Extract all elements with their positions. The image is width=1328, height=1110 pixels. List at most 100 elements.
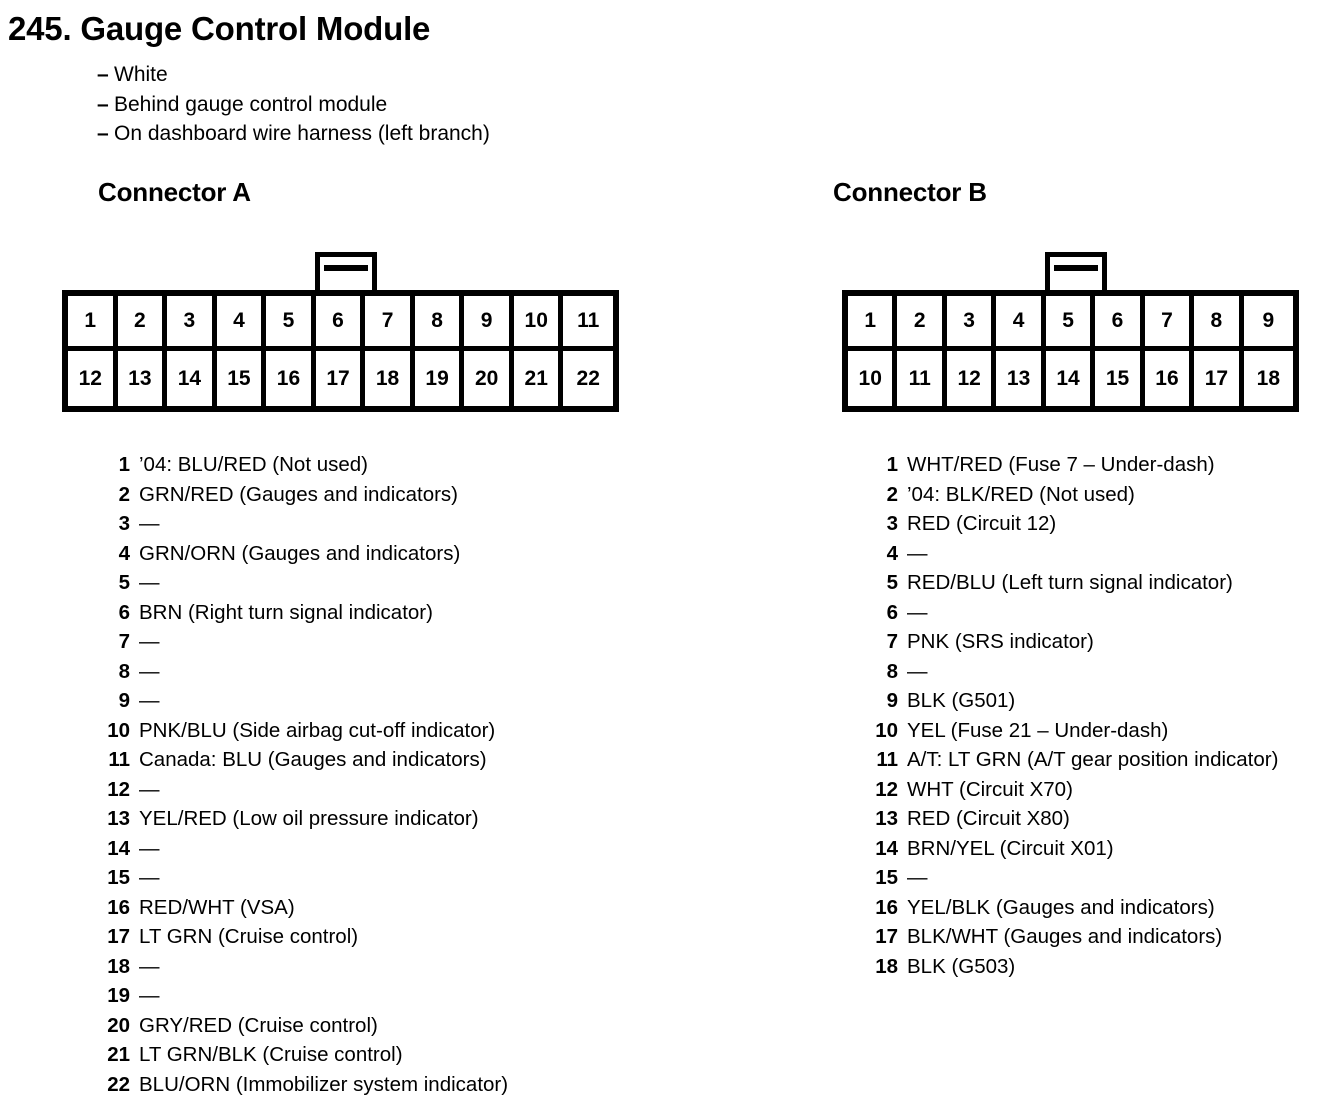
pin-number: 3 [118,512,130,535]
connector-pin-cell: 10 [848,351,898,406]
subtitle-list: –White–Behind gauge control module–On da… [97,60,797,149]
subtitle-text: On dashboard wire harness (left branch) [114,122,490,145]
pin-number: 4 [118,541,130,565]
pin-row: 14 BRN/YEL (Circuit X01) [868,837,1278,867]
connector-pin-cell: 8 [414,296,465,351]
pin-description: — [139,954,160,978]
pin-number: 2 [118,482,130,506]
pin-number: 8 [886,659,898,683]
pin-number: 6 [118,600,130,624]
pin-number: 11 [876,748,898,771]
pin-row: 7— [100,630,508,660]
connector-pin-cell: 19 [414,351,465,406]
pin-number: 6 [886,600,898,624]
pin-row: 15— [868,866,1278,896]
pin-description: — [139,866,160,889]
pin-number: 13 [875,807,898,830]
pin-number: 15 [875,866,898,889]
pin-number: 14 [875,836,898,860]
connector-b-heading: Connector B [833,177,987,207]
pin-row: 4— [868,542,1278,572]
pin-description: YEL/RED (Low oil pressure indicator) [139,807,479,830]
pin-description: LT GRN (Cruise control) [139,925,359,948]
pin-number: 21 [107,1043,130,1066]
connector-pin-cell: 7 [365,296,415,351]
pin-number: 9 [886,689,898,712]
pin-description: GRY/RED (Cruise control) [139,1013,378,1037]
pin-number: 13 [107,807,130,830]
pin-number: 5 [118,571,130,594]
pin-description: RED (Circuit X80) [907,807,1070,830]
bullet-dash-icon: – [97,63,109,86]
pin-number: 11 [108,748,130,771]
pin-number: 16 [107,895,130,919]
pin-row: 12— [100,778,508,808]
pin-description: YEL/BLK (Gauges and indicators) [907,895,1215,919]
connector-pin-cell: 3 [167,296,217,351]
pin-row: 8— [868,660,1278,690]
pin-description: — [139,512,160,535]
connector-pin-cell: 5 [266,296,316,351]
pin-row: 5— [100,571,508,601]
pin-row: 2’04: BLK/RED (Not used) [868,483,1278,513]
connector-pin-cell: 15 [1095,351,1145,406]
pin-row: 14— [100,837,508,867]
pin-description: LT GRN/BLK (Cruise control) [139,1043,403,1066]
pin-row: 18— [100,955,508,985]
connector-a-heading: Connector A [98,177,251,207]
pin-row: 8— [100,660,508,690]
pin-description: — [139,571,160,594]
connector-pin-cell: 13 [996,351,1046,406]
pin-number: 12 [875,777,898,801]
pin-description: BLK (G501) [907,689,1016,712]
pin-description: RED/BLU (Left turn signal indicator) [907,571,1233,594]
pin-description: ’04: BLU/RED (Not used) [139,453,369,476]
pin-number: 17 [875,925,898,948]
subtitle-text: Behind gauge control module [114,92,388,116]
pin-description: BRN (Right turn signal indicator) [139,600,433,624]
bullet-dash-icon: – [97,92,109,116]
pin-row: 1 ’04: BLU/RED (Not used) [100,453,508,483]
connector-pin-cell: 11 [563,296,613,351]
bullet-dash-icon: – [97,122,109,145]
pin-row: 9 BLK (G501) [868,689,1278,719]
connector-pin-cell: 16 [1144,351,1195,406]
connector-pin-cell: 1 [848,296,898,351]
connector-pin-cell: 22 [563,351,613,406]
connector-pin-cell: 6 [315,296,366,351]
pin-description: BRN/YEL (Circuit X01) [907,836,1114,860]
connector-pin-cell: 4 [996,296,1046,351]
pin-description: — [907,659,928,683]
connector-pin-cell: 4 [216,296,267,351]
connector-pin-cell: 12 [946,351,997,406]
pin-row: 21 LT GRN/BLK (Cruise control) [100,1043,508,1073]
connector-pin-cell: 9 [1243,296,1294,351]
connector-pin-cell: 14 [1045,351,1096,406]
connector-pin-cell: 15 [216,351,267,406]
connector-pin-cell: 18 [365,351,415,406]
pin-number: 12 [107,777,130,801]
pin-number: 2 [886,482,898,506]
pin-number: 8 [118,659,130,683]
pin-number: 17 [107,925,130,948]
pin-row: 13 YEL/RED (Low oil pressure indicator) [100,807,508,837]
pin-description: — [139,984,160,1007]
pin-row: 15— [100,866,508,896]
subtitle-row: –Behind gauge control module [97,90,797,120]
connector-pin-cell: 18 [1243,351,1294,406]
pin-description: PNK/BLU (Side airbag cut-off indicator) [139,718,496,742]
pin-number: 1 [118,453,130,476]
pin-description: YEL (Fuse 21 – Under-dash) [907,718,1169,742]
